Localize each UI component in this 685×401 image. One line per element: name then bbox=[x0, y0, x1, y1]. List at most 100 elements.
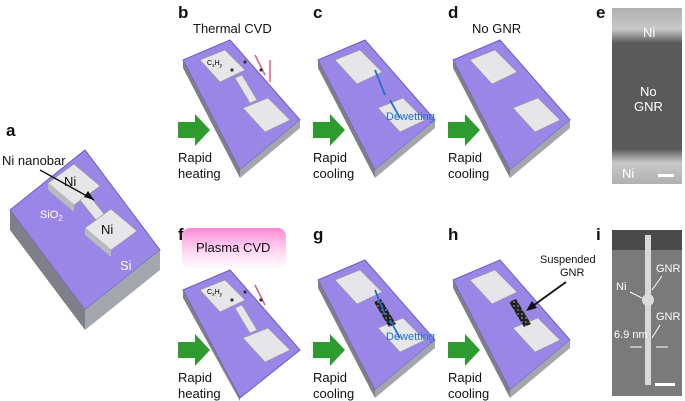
arrow-text-1: Rapid bbox=[178, 370, 212, 385]
sio2-label: SiO2 bbox=[40, 209, 63, 223]
ni-pad-bottom bbox=[512, 97, 561, 133]
dewetting-arrow-down bbox=[389, 99, 401, 119]
panel-label-f: f bbox=[178, 225, 184, 244]
panel-f: f Plasma CVD CxHy Rapid heating bbox=[178, 225, 301, 401]
process-arrow-green bbox=[313, 334, 345, 366]
panel-a: a Ni nanobar Ni Ni SiO2 Si bbox=[2, 121, 161, 330]
scale-bar bbox=[655, 383, 675, 386]
panel-g: g Dewetting Rapid cooling bbox=[313, 225, 436, 401]
panel-label-i: i bbox=[596, 225, 601, 244]
ni-pad-bottom bbox=[242, 97, 291, 133]
ni-nanobar bbox=[234, 304, 258, 334]
arrow-text-1: Rapid bbox=[178, 150, 212, 165]
process-arrow-green bbox=[313, 114, 345, 146]
panel-h: h Suspended GNR Rapid cooling bbox=[448, 225, 596, 401]
tem-no-label: No bbox=[640, 84, 657, 99]
suspended-gnr bbox=[509, 299, 531, 327]
dewetting-arrow-up bbox=[374, 69, 386, 96]
panel-d-title: No GNR bbox=[472, 21, 521, 36]
arrow-text-2: cooling bbox=[313, 386, 354, 401]
ni-pad-top bbox=[469, 269, 518, 305]
ni-pad-bottom bbox=[242, 327, 291, 363]
gas-label: CxHy bbox=[207, 289, 223, 298]
substrate-side bbox=[240, 120, 300, 178]
arrowhead bbox=[526, 301, 537, 311]
arrow-text-2: cooling bbox=[448, 166, 489, 181]
panel-b: b Thermal CVD CxHy Rapid heating bbox=[178, 3, 301, 181]
panel-label-c: c bbox=[313, 3, 322, 22]
panel-label-a: a bbox=[6, 121, 16, 140]
panel-e: e Ni No GNR Ni bbox=[596, 3, 682, 184]
suspended-label-1: Suspended bbox=[540, 254, 596, 266]
tem-ni-top: Ni bbox=[643, 25, 655, 40]
gnr-strand bbox=[645, 235, 651, 385]
substrate-side bbox=[375, 340, 435, 398]
panel-label-d: d bbox=[448, 3, 458, 22]
substrate-side bbox=[375, 120, 435, 178]
dewetting-label: Dewetting bbox=[386, 111, 435, 123]
arrow-text-2: heating bbox=[178, 386, 221, 401]
substrate-side bbox=[318, 280, 375, 398]
process-arrow-green bbox=[178, 114, 210, 146]
dewetting-arrow-down bbox=[389, 319, 401, 339]
arrow-text-1: Rapid bbox=[448, 150, 482, 165]
substrate-side bbox=[510, 120, 570, 178]
arrow-text-1: Rapid bbox=[448, 370, 482, 385]
scale-bar bbox=[658, 174, 674, 177]
tem-ni-label: Ni bbox=[616, 281, 626, 293]
panel-d: d No GNR Rapid cooling bbox=[448, 3, 571, 181]
substrate-side bbox=[453, 280, 510, 398]
dewetting-label: Dewetting bbox=[386, 331, 435, 343]
ni-pad-top-side bbox=[48, 183, 74, 212]
gas-label: CxHy bbox=[207, 60, 223, 69]
panel-label-g: g bbox=[313, 225, 323, 244]
ni-pad-top bbox=[334, 269, 383, 305]
arrow-text-2: cooling bbox=[448, 386, 489, 401]
substrate-side bbox=[183, 290, 240, 401]
carbon-species bbox=[243, 290, 247, 294]
pointer bbox=[629, 291, 643, 299]
dewetting-arrow-up bbox=[374, 289, 386, 316]
si-label: Si bbox=[120, 258, 132, 273]
tem-gnr-top: GNR bbox=[656, 263, 681, 275]
tem-gnr-label: GNR bbox=[634, 99, 663, 114]
carbon-species bbox=[230, 68, 234, 72]
panel-f-title: Plasma CVD bbox=[196, 240, 270, 255]
panel-label-b: b bbox=[178, 3, 188, 22]
pointer bbox=[651, 275, 663, 291]
pointer bbox=[651, 324, 661, 339]
arrowhead bbox=[84, 191, 94, 200]
width-label: 6.9 nm bbox=[614, 329, 648, 341]
panel-label-e: e bbox=[596, 3, 605, 22]
ni-nanobar-pointer bbox=[39, 169, 95, 201]
ni-label-bottom: Ni bbox=[101, 222, 113, 237]
panel-c: c Dewetting Rapid cooling bbox=[313, 3, 436, 181]
arrow-text-1: Rapid bbox=[313, 150, 347, 165]
process-arrow-green bbox=[178, 334, 210, 366]
ni-pad-top bbox=[334, 49, 383, 85]
gas-flow-arrow bbox=[254, 284, 266, 306]
ni-pad-top bbox=[199, 279, 246, 313]
arrow-text-2: heating bbox=[178, 166, 221, 181]
substrate-side bbox=[183, 60, 240, 178]
suspended-label-2: GNR bbox=[560, 267, 585, 279]
substrate-side bbox=[510, 340, 570, 398]
carbon-species bbox=[230, 298, 234, 302]
ni-pad-top bbox=[199, 49, 246, 83]
panel-i: i GNR Ni GNR 6.9 nm bbox=[596, 225, 682, 396]
substrate-side-left bbox=[10, 210, 85, 330]
ni-label-top: Ni bbox=[64, 174, 76, 189]
plasma-glow bbox=[182, 228, 286, 268]
substrate-side bbox=[318, 60, 375, 178]
substrate-side bbox=[453, 60, 510, 178]
process-arrow-green bbox=[448, 334, 480, 366]
tem-image-e bbox=[612, 8, 682, 184]
tem-ni-bottom: Ni bbox=[622, 166, 634, 181]
panel-label-h: h bbox=[448, 225, 458, 244]
gas-flow-arrow bbox=[254, 54, 266, 76]
arrow-text-2: cooling bbox=[313, 166, 354, 181]
panel-b-title: Thermal CVD bbox=[193, 21, 272, 36]
ni-pad-bottom bbox=[377, 97, 426, 133]
ni-nanobar bbox=[234, 74, 258, 104]
